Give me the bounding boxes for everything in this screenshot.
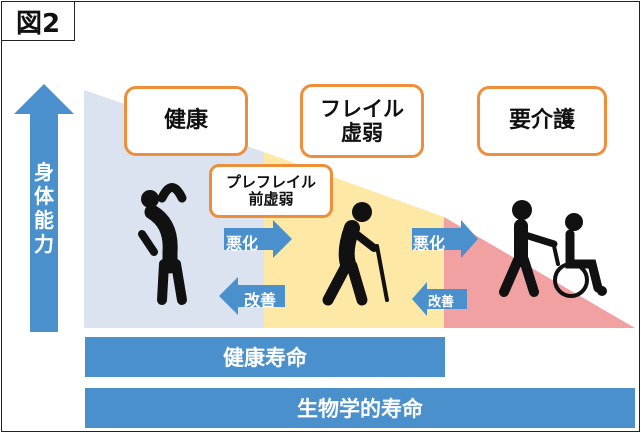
improve-label-2: 改善 (428, 295, 455, 310)
improve-arrow-2[interactable] (412, 282, 467, 316)
biological-life-bar: 生物学的寿命 (85, 388, 635, 428)
figure-label: 図2 (2, 2, 75, 41)
stage-frail: フレイル 虚弱 (300, 84, 424, 158)
stage-care: 要介護 (477, 86, 607, 156)
ability-label: 身体能力 (34, 160, 54, 256)
improve-arrow-1[interactable] (219, 277, 285, 315)
worsen-arrow-1[interactable] (224, 220, 292, 258)
ability-arrow (14, 84, 74, 332)
stage-healthy: 健康 (124, 86, 248, 156)
stage-prefrail: プレフレイル 前虚弱 (209, 164, 333, 218)
caregiver-wheelchair-icon (499, 200, 607, 298)
worsen-arrow-2[interactable] (412, 220, 478, 258)
walking-cane-person-icon (322, 202, 389, 306)
care-zone (444, 217, 635, 328)
worsen-label-2: 悪化 (413, 234, 446, 253)
healthy-life-bar: 健康寿命 (85, 337, 445, 377)
worsen-label-1: 悪化 (226, 234, 259, 253)
stretching-person-icon (138, 183, 187, 305)
improve-label-1: 改善 (244, 291, 277, 310)
